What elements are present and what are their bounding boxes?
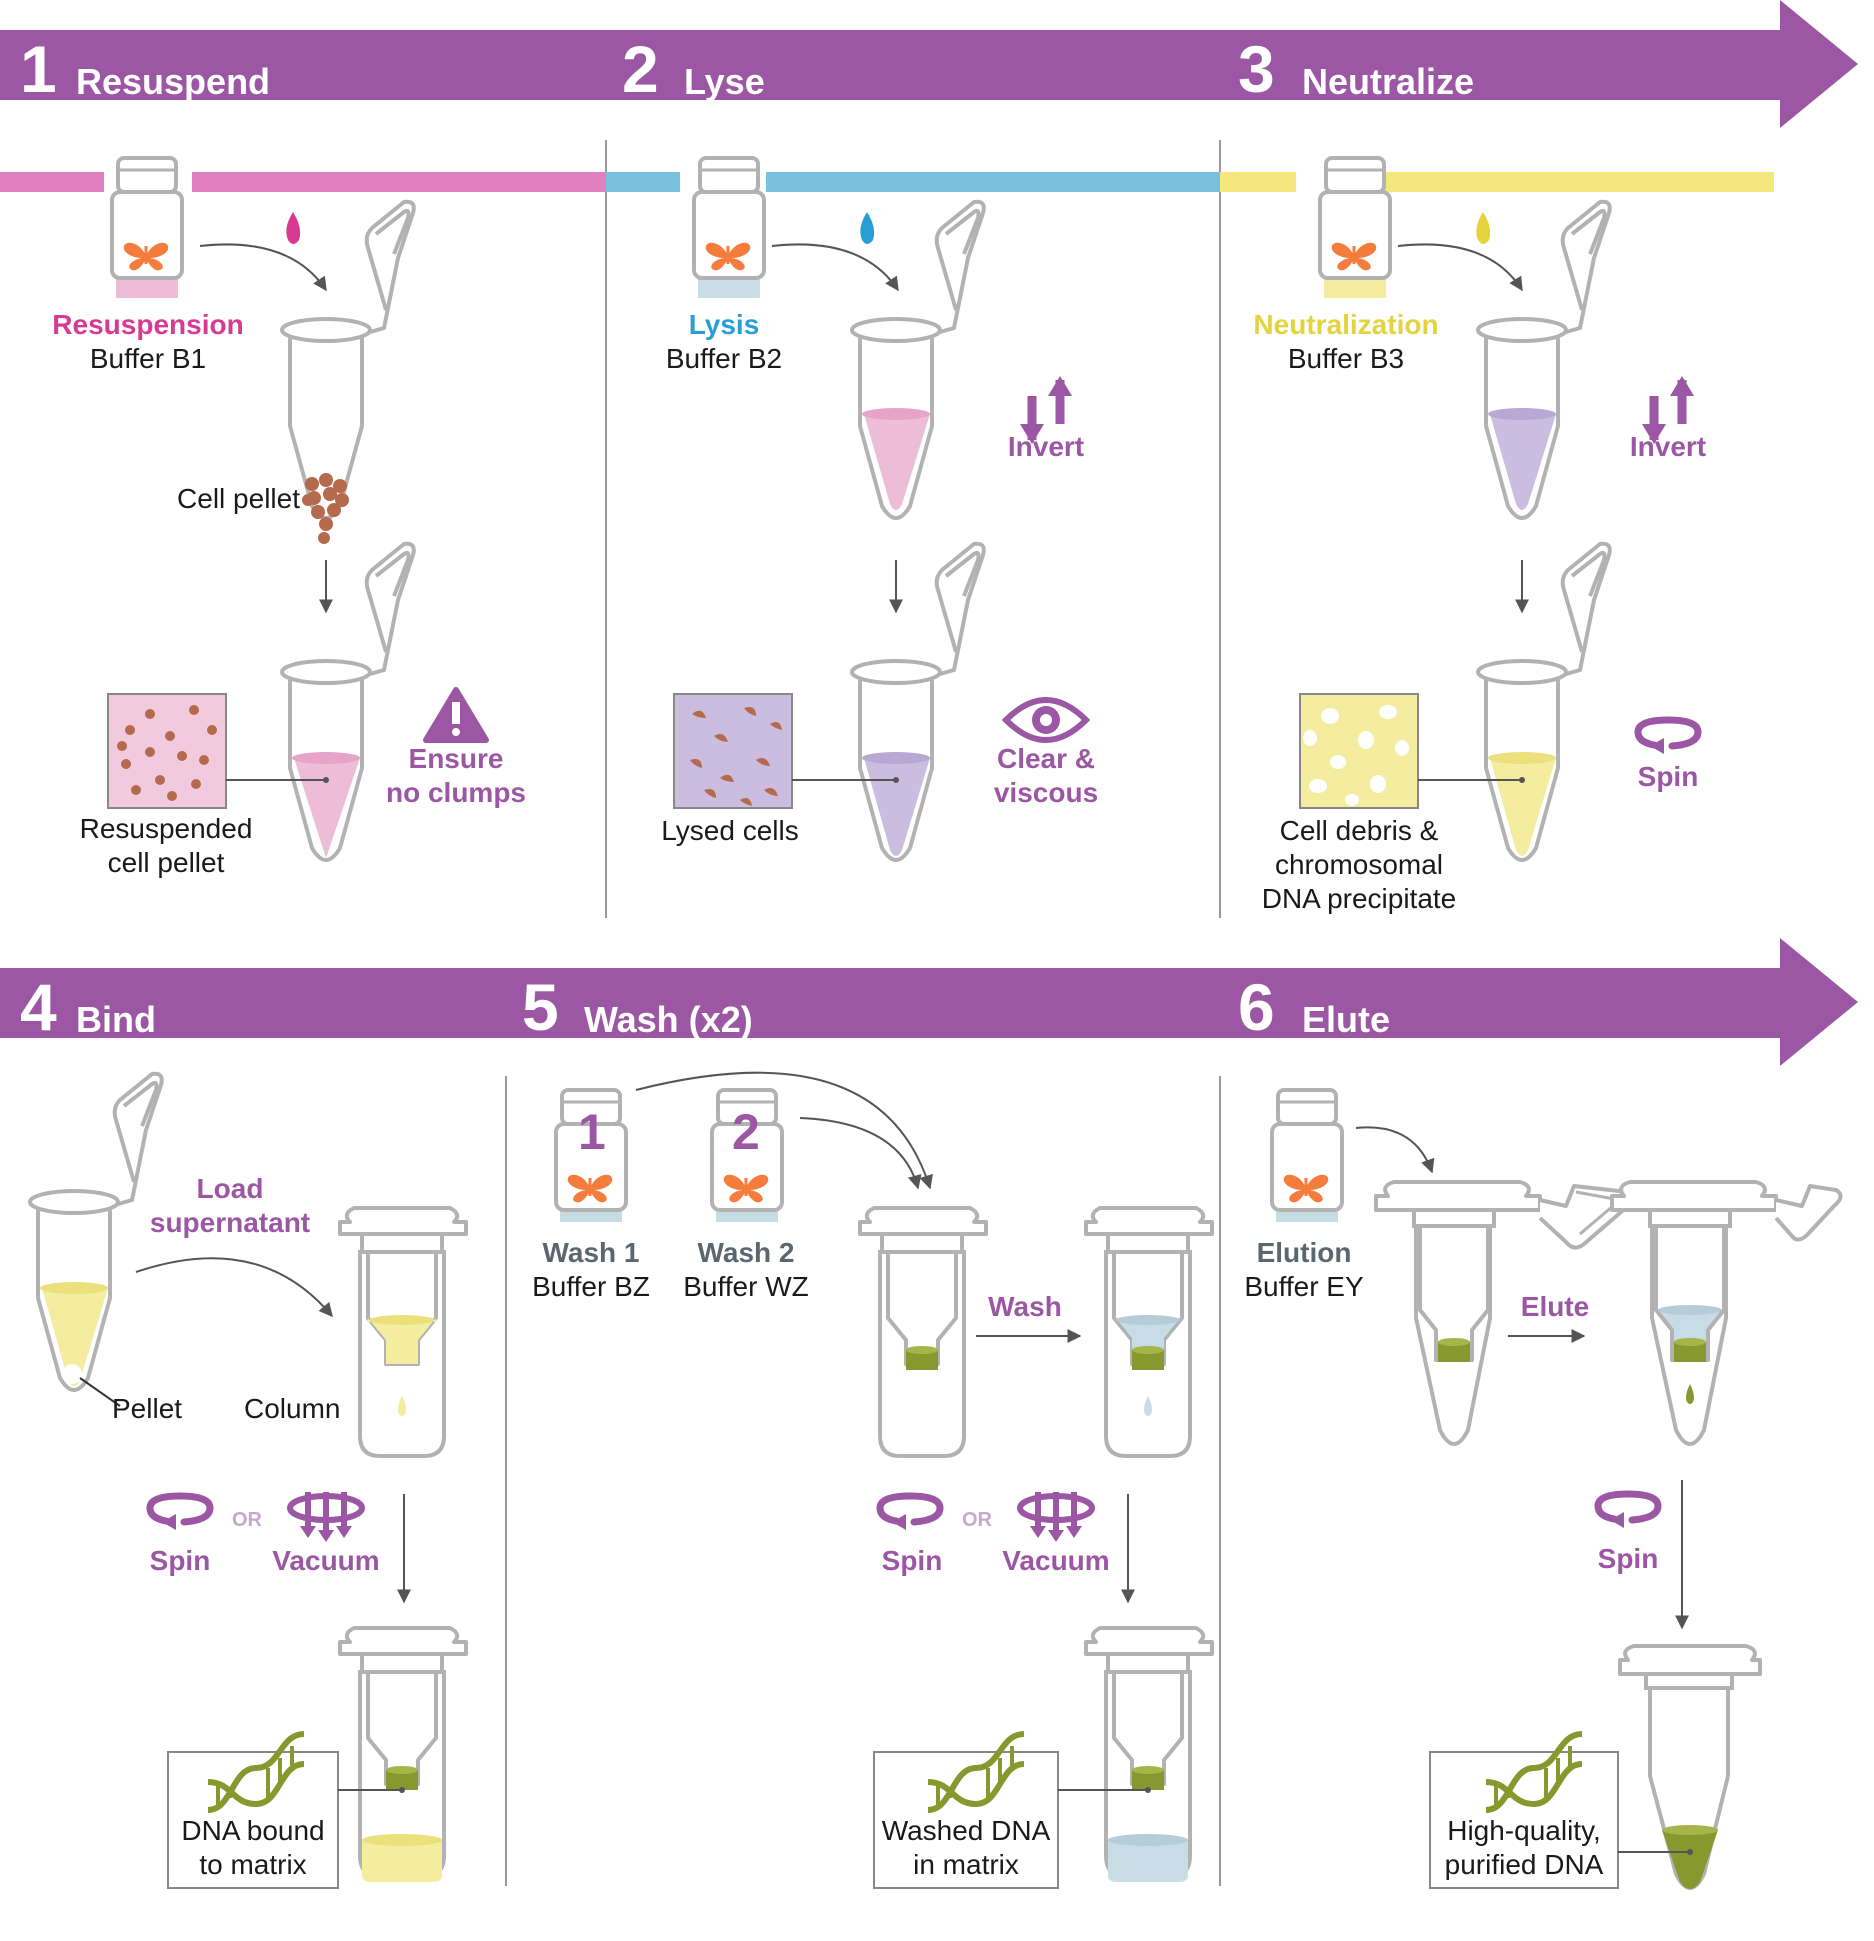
step-6-number: 6 (1238, 970, 1275, 1044)
bound-label-1: DNA bound (181, 1815, 325, 1846)
column-4b (338, 1626, 468, 1882)
spin-label-5: Spin (881, 1545, 943, 1576)
wash2-buffer: Buffer WZ (683, 1271, 809, 1302)
pure-label-2: purified DNA (1444, 1849, 1604, 1880)
wash-action-label: Wash (988, 1291, 1062, 1322)
wash1-name: Wash 1 (542, 1237, 640, 1268)
resuspension-bottle (110, 156, 184, 298)
wash2-bottle (710, 1088, 784, 1222)
elute-action-label: Elute (1520, 1291, 1590, 1322)
tube-2b (850, 541, 986, 862)
bound-label-2: to matrix (199, 1849, 307, 1880)
wash1-buffer: Buffer BZ (532, 1271, 650, 1302)
tube-1a (280, 199, 416, 544)
or-label-4: OR (232, 1509, 262, 1531)
step-5-title: Wash (x2) (584, 999, 753, 1040)
tube-2a (850, 199, 986, 520)
wash2-number: 2 (732, 1104, 760, 1160)
pure-label-1: High-quality, (1447, 1815, 1601, 1846)
elution-buffer: Buffer EY (1244, 1271, 1364, 1302)
header-arrow-bottom (0, 938, 1858, 1066)
lysis-bottle (692, 156, 766, 298)
washed-label-1: Washed DNA (881, 1815, 1051, 1846)
resuspended-label-1: Resuspended (79, 813, 253, 844)
elution-name: Elution (1256, 1237, 1352, 1268)
column-5a (858, 1206, 988, 1458)
load-label-2: supernatant (149, 1207, 311, 1238)
or-label-5: OR (962, 1509, 992, 1531)
pellet-label: Pellet (112, 1393, 183, 1424)
step-2-title: Lyse (684, 61, 765, 102)
step-5-number: 5 (522, 970, 559, 1044)
neutralization-buffer-name: Neutralization (1253, 309, 1439, 340)
final-tube (1618, 1644, 1762, 1890)
debris-label-2: chromosomal (1274, 849, 1444, 880)
elution-bottle (1270, 1088, 1344, 1222)
tube-3b (1476, 541, 1612, 862)
header-arrow-top (0, 0, 1858, 128)
washed-label-2: in matrix (913, 1849, 1019, 1880)
resuspension-buffer-id: Buffer B1 (89, 343, 207, 374)
tube-4 (28, 1071, 164, 1392)
step-3-number: 3 (1238, 32, 1275, 106)
step-1-title: Resuspend (76, 61, 271, 102)
column-4a (338, 1206, 468, 1458)
step-2-number: 2 (622, 32, 659, 106)
column-5b (1084, 1206, 1214, 1458)
wash1-bottle (554, 1088, 628, 1222)
load-label-1: Load (196, 1173, 264, 1204)
ensure-label-1: Ensure (408, 743, 504, 774)
debris-label-1: Cell debris & (1279, 815, 1439, 846)
clear-label-1: Clear & (996, 743, 1096, 774)
lysis-buffer-name: Lysis (688, 309, 760, 340)
vacuum-label-4: Vacuum (272, 1545, 380, 1576)
column-label: Column (244, 1393, 341, 1424)
ensure-label-2: no clumps (385, 777, 526, 808)
neutralization-bottle (1318, 156, 1392, 298)
debris-label-3: DNA precipitate (1261, 883, 1457, 914)
neutralization-buffer-id: Buffer B3 (1287, 343, 1405, 374)
step-4-title: Bind (76, 999, 156, 1040)
step-6-title: Elute (1302, 999, 1391, 1040)
lysis-buffer-id: Buffer B2 (665, 343, 783, 374)
spin-label-6: Spin (1597, 1543, 1659, 1574)
step-4-number: 4 (20, 970, 57, 1044)
spin-label-4: Spin (149, 1545, 211, 1576)
wash1-number: 1 (578, 1104, 606, 1160)
vacuum-label-5: Vacuum (1002, 1545, 1110, 1576)
tube-3a (1476, 199, 1612, 520)
elution-tube-b (1610, 1180, 1843, 1446)
spin-label-3: Spin (1637, 761, 1699, 792)
cell-pellet-label: Cell pellet (177, 483, 300, 514)
tube-1b (280, 541, 416, 862)
step-3-title: Neutralize (1302, 61, 1475, 102)
invert-label-2: Invert (1629, 431, 1707, 462)
lysed-cells-label: Lysed cells (661, 815, 799, 846)
invert-label-1: Invert (1007, 431, 1085, 462)
clear-label-2: viscous (993, 777, 1099, 808)
eye-icon (1001, 697, 1091, 743)
column-5c (1084, 1626, 1214, 1882)
step-1-number: 1 (20, 32, 57, 106)
resuspension-buffer-name: Resuspension (52, 309, 244, 340)
wash2-name: Wash 2 (697, 1237, 795, 1268)
resuspended-label-2: cell pellet (107, 847, 225, 878)
